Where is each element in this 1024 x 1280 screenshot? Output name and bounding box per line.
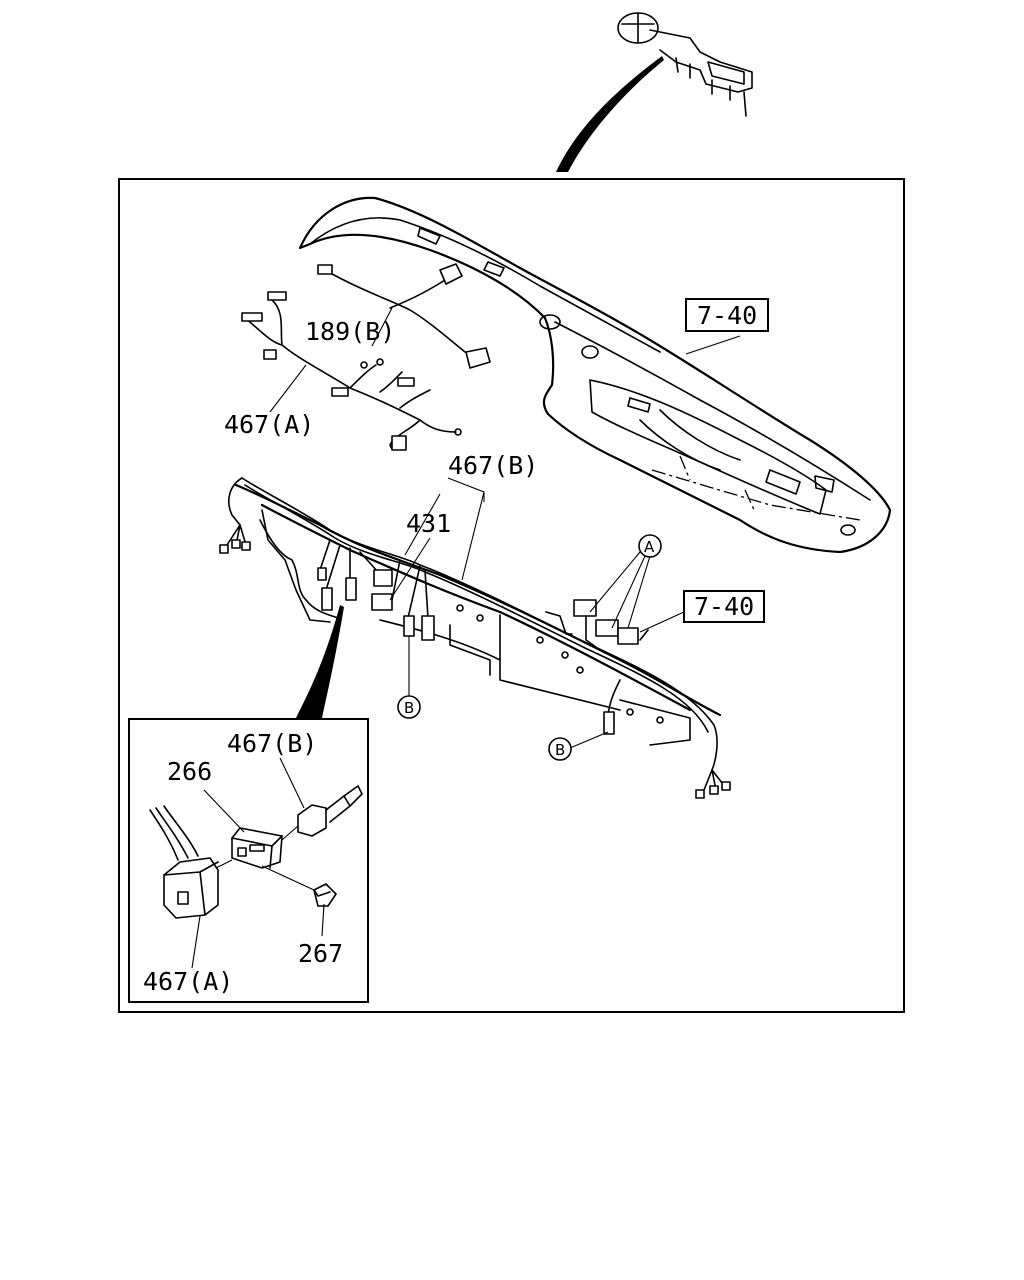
- label-467a: 467(A): [224, 410, 314, 439]
- connector: [373, 569, 393, 587]
- circle-b-left: [397, 695, 421, 719]
- label-b-right: B: [555, 741, 565, 759]
- cab-thumbnail: [556, 12, 753, 172]
- label-431: 431: [406, 509, 451, 538]
- circle-a: [638, 534, 662, 558]
- circle-b-right: [548, 737, 572, 761]
- ref-box-relay: [683, 590, 765, 623]
- detail-label-266: 266: [167, 757, 212, 786]
- detail-label-467b: 467(B): [227, 729, 317, 758]
- harness-189b: [317, 263, 491, 369]
- detail-label-267: 267: [298, 939, 343, 968]
- detail-inset: [128, 718, 369, 1003]
- cross-beam: [234, 483, 722, 746]
- label-467b: 467(B): [448, 451, 538, 480]
- detail-label-467a: 467(A): [143, 967, 233, 996]
- harness-467a: [241, 291, 462, 451]
- ref-7-40-relay: 7-40: [694, 592, 754, 621]
- steering-wheel-icon: [617, 12, 659, 44]
- connector-467b: [297, 804, 327, 837]
- connector: [317, 264, 333, 275]
- ref-7-40-dash: 7-40: [697, 301, 757, 330]
- harness-467b: [219, 477, 731, 799]
- bolt: [313, 883, 337, 907]
- label-b-left: B: [404, 699, 414, 717]
- connector: [267, 291, 287, 301]
- ref-box-dash: [685, 298, 769, 332]
- dashboard-panel: [298, 196, 892, 554]
- label-a: A: [644, 538, 655, 556]
- leaders: [269, 307, 741, 749]
- label-189b: 189(B): [305, 317, 395, 346]
